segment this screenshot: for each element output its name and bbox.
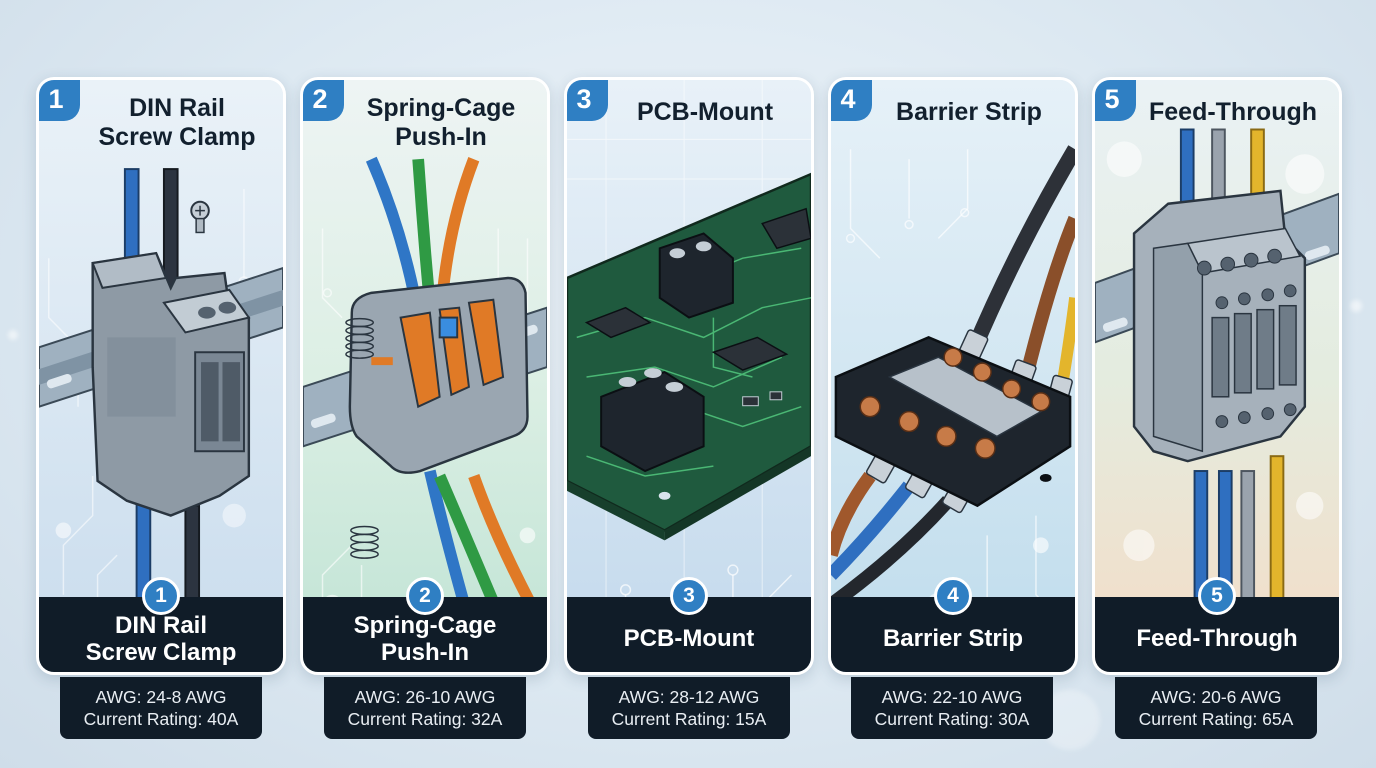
panel-title: Feed-Through — [1136, 625, 1298, 652]
barrier-strip-illustration — [831, 80, 1075, 672]
panel-title-line2: Push-In — [381, 638, 469, 666]
awg-range: AWG: 24-8 AWG — [95, 687, 227, 707]
awg-range: AWG: 20-6 AWG — [1150, 687, 1282, 707]
spec-box-feed-through: AWG: 20-6 AWG Current Rating: 65A — [1115, 677, 1317, 739]
card-number-badge: 3 — [670, 577, 708, 615]
awg-range: AWG: 22-10 AWG — [881, 687, 1023, 707]
panel-title: Barrier Strip — [882, 625, 1024, 652]
card-title-line1: Spring-Cage — [366, 94, 516, 122]
card-title-line2: Push-In — [395, 123, 487, 151]
background-bokeh — [8, 330, 18, 340]
card-title-line1: DIN Rail — [129, 94, 225, 122]
card-title: DIN Rail Screw Clamp — [79, 94, 275, 152]
awg-range: AWG: 26-10 AWG — [354, 687, 496, 707]
card-spring-cage-push-in: 2 Spring-Cage Push-In 2 Spring-Cage Push… — [300, 77, 550, 675]
card-title-line1: Feed-Through — [1148, 98, 1318, 126]
spec-box-barrier-strip: AWG: 22-10 AWG Current Rating: 30A — [851, 677, 1053, 739]
card-number-tab: 4 — [831, 80, 872, 121]
card-din-rail-screw-clamp: 1 DIN Rail Screw Clamp 1 DIN Rail Screw … — [36, 77, 286, 675]
card-title: PCB-Mount — [607, 98, 803, 127]
current-rating: Current Rating: 32A — [347, 709, 503, 729]
card-title-line2: Screw Clamp — [98, 123, 256, 151]
card-number-badge: 1 — [142, 577, 180, 615]
background-bokeh — [1350, 300, 1362, 312]
card-title: Barrier Strip — [871, 98, 1067, 127]
card-pcb-mount: 3 PCB-Mount 3 PCB-Mount — [564, 77, 814, 675]
card-number-tab: 3 — [567, 80, 608, 121]
spec-box-spring-cage: AWG: 26-10 AWG Current Rating: 32A — [324, 677, 526, 739]
spec-box-pcb-mount: AWG: 28-12 AWG Current Rating: 15A — [588, 677, 790, 739]
card-title: Spring-Cage Push-In — [343, 94, 539, 152]
card-number-badge: 2 — [406, 577, 444, 615]
card-title: Feed-Through — [1135, 98, 1331, 127]
card-number-tab: 5 — [1095, 80, 1136, 121]
panel-title-line1: Spring-Cage — [353, 611, 497, 639]
card-barrier-strip: 4 Barrier Strip 4 Barrier Strip — [828, 77, 1078, 675]
pcb-mount-illustration — [567, 80, 811, 672]
current-rating: Current Rating: 15A — [611, 709, 767, 729]
spec-box-din-rail: AWG: 24-8 AWG Current Rating: 40A — [60, 677, 262, 739]
current-rating: Current Rating: 65A — [1138, 709, 1294, 729]
card-number-badge: 5 — [1198, 577, 1236, 615]
card-number-tab: 1 — [39, 80, 80, 121]
card-number-badge: 4 — [934, 577, 972, 615]
card-title-line1: PCB-Mount — [636, 98, 774, 126]
panel-title-line2: Screw Clamp — [85, 638, 237, 666]
card-number-tab: 2 — [303, 80, 344, 121]
card-feed-through: 5 Feed-Through 5 Feed-Through — [1092, 77, 1342, 675]
card-title-line1: Barrier Strip — [896, 98, 1042, 126]
current-rating: Current Rating: 30A — [874, 709, 1030, 729]
current-rating: Current Rating: 40A — [83, 709, 239, 729]
panel-title: PCB-Mount — [623, 625, 755, 652]
panel-title-line1: DIN Rail — [114, 611, 207, 639]
awg-range: AWG: 28-12 AWG — [618, 687, 760, 707]
